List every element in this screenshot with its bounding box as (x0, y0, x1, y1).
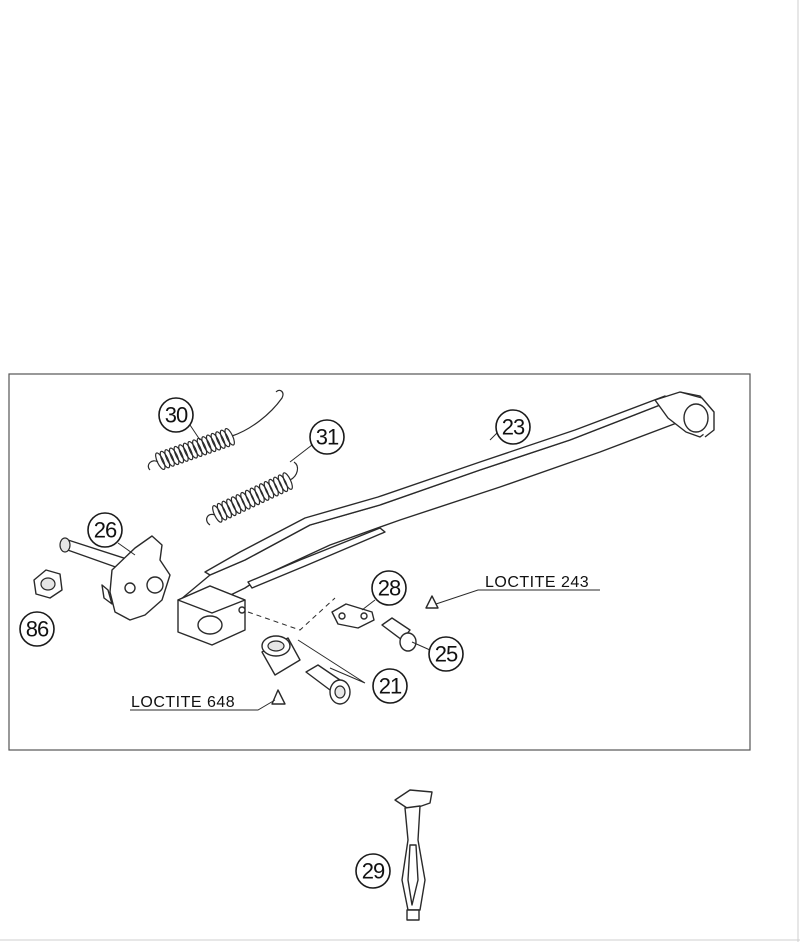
callout-26: 26 (87, 512, 123, 548)
loctite-drop-243 (425, 595, 439, 609)
spring-coil (212, 505, 223, 523)
callout-25: 25 (428, 636, 464, 672)
clip-part (331, 603, 375, 629)
spring-coil (277, 474, 289, 493)
callout-31-label: 31 (316, 425, 339, 450)
spring-coil (235, 494, 247, 512)
leader-25 (411, 641, 431, 651)
spring-coil (249, 487, 261, 506)
leader-21 (297, 639, 366, 684)
tool-part-29 (394, 789, 433, 921)
spring-coil (221, 500, 232, 519)
nut-part (33, 569, 63, 599)
callout-21-label: 21 (379, 674, 402, 699)
spring-coil (168, 447, 180, 466)
spring-coil (219, 429, 231, 448)
callout-28: 28 (371, 570, 407, 606)
spring-coil (159, 450, 171, 469)
spring-coil (244, 489, 256, 508)
assembly-dashed-line (247, 597, 336, 631)
spring-coil (182, 442, 194, 461)
callout-21: 21 (372, 668, 408, 704)
spring-coil (268, 478, 279, 497)
spring-coil (155, 452, 166, 471)
spring-coil (273, 476, 284, 495)
loctite-drop-648 (271, 689, 286, 705)
callout-29: 29 (355, 853, 391, 889)
bushing-part (261, 635, 301, 676)
callout-25-label: 25 (435, 642, 458, 667)
spring-coil (164, 449, 175, 467)
spring-coil (173, 445, 185, 464)
spring-coil (178, 444, 189, 462)
spring-coil (282, 472, 293, 490)
spring-coil (215, 431, 226, 449)
screw-part-25 (381, 617, 417, 652)
spring-coil (230, 496, 242, 515)
diagram-frame (8, 373, 751, 751)
loctite-243-note: LOCTITE 243 (485, 574, 589, 591)
spring-coil (205, 434, 217, 453)
spring-coil (240, 491, 251, 510)
leader-26 (117, 542, 136, 556)
callout-26-label: 26 (94, 518, 117, 543)
spring-coil (216, 502, 228, 521)
spring-part-30 (147, 389, 284, 471)
spring-coil (210, 432, 222, 451)
spring-coil (263, 480, 275, 499)
leader-243 (435, 589, 600, 605)
spring-coil (201, 436, 212, 454)
bolt-part-21 (305, 664, 351, 705)
leader-648 (130, 699, 276, 711)
spring-coil (254, 485, 265, 504)
spring-coil (187, 440, 198, 459)
callout-23-label: 23 (502, 415, 525, 440)
side-stand-part (177, 391, 715, 646)
callout-28-label: 28 (378, 576, 401, 601)
callout-31: 31 (309, 419, 345, 455)
pivot-bolt-part (59, 535, 171, 621)
callout-86: 86 (19, 611, 55, 647)
loctite-648-note: LOCTITE 648 (131, 694, 235, 711)
callout-23: 23 (495, 409, 531, 445)
spring-part-31 (206, 461, 299, 526)
spring-coil (192, 439, 203, 458)
leader-28 (361, 599, 376, 611)
callout-30: 30 (158, 397, 194, 433)
callout-30-label: 30 (165, 403, 188, 428)
leader-31 (289, 444, 313, 463)
leader-30 (189, 424, 201, 441)
callout-86-label: 86 (26, 617, 49, 642)
spring-coil (196, 437, 208, 456)
spring-coil (226, 498, 237, 517)
spring-coil (258, 483, 270, 501)
callout-29-label: 29 (362, 859, 385, 884)
